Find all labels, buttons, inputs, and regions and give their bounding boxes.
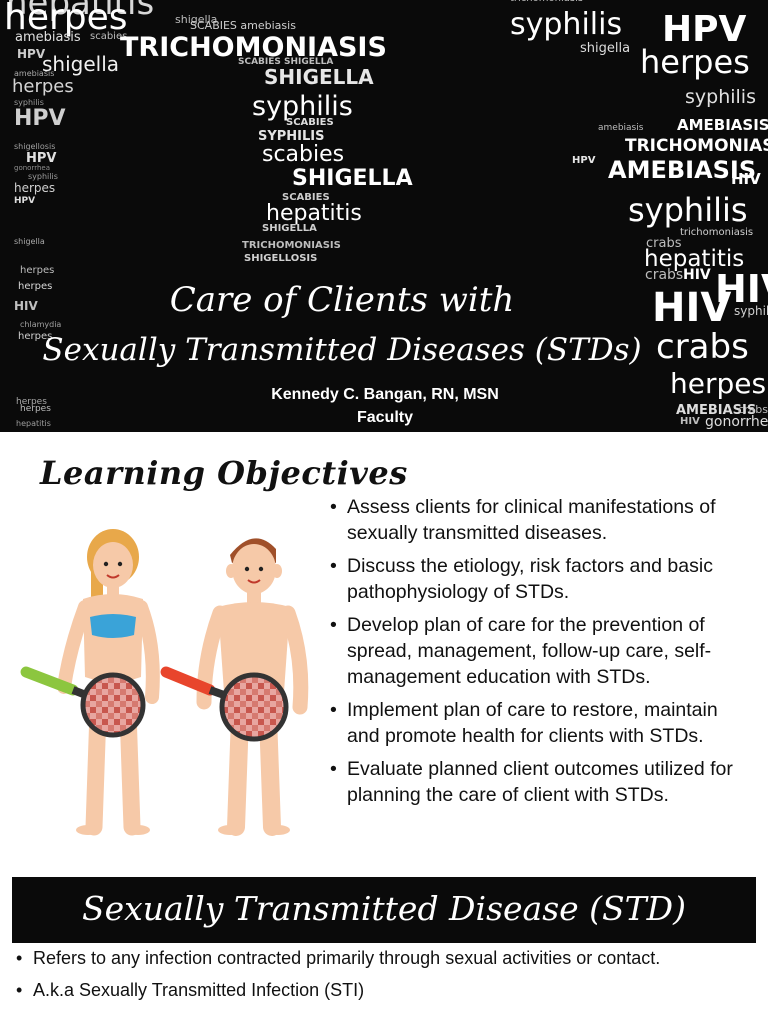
cloud-word: AMEBIASIS bbox=[676, 403, 757, 418]
cloud-word: gonorrhea bbox=[705, 414, 768, 430]
cloud-word: herpes bbox=[16, 397, 47, 407]
cloud-word: syphilis bbox=[510, 7, 623, 42]
magnifier-red bbox=[160, 666, 289, 742]
cloud-word: TRICHOMONIASIS bbox=[120, 32, 387, 63]
objective-item: Evaluate planned client outcomes utilize… bbox=[330, 756, 750, 808]
author-role: Faculty bbox=[356, 409, 413, 426]
cloud-word: HIV bbox=[683, 267, 711, 283]
cloud-word: chlamydia bbox=[20, 320, 62, 329]
cloud-word: shigella bbox=[14, 237, 45, 246]
learning-objectives-title: Learning Objectives bbox=[40, 454, 408, 492]
std-title: Sexually Transmitted Disease (STD) bbox=[81, 889, 686, 928]
cloud-word: herpes bbox=[20, 404, 51, 414]
cloud-word: TRICHOMONIASIS bbox=[242, 240, 341, 251]
cloud-word: HPV bbox=[17, 47, 46, 61]
std-point-item: Refers to any infection contracted prima… bbox=[14, 946, 754, 970]
slide-title-line2: Sexually Transmitted Diseases (STDs) bbox=[42, 332, 642, 368]
cloud-word: HPV bbox=[572, 155, 596, 166]
cloud-word: SHIGELLA bbox=[264, 65, 374, 89]
cloud-word: HIV bbox=[715, 267, 768, 311]
cloud-word: HPV bbox=[26, 151, 57, 166]
cloud-word: syphilis bbox=[734, 304, 768, 318]
cloud-word: AMEBIASIS bbox=[677, 116, 768, 134]
objectives-list: Assess clients for clinical manifestatio… bbox=[330, 494, 750, 815]
cloud-word: SHIGELLOSIS bbox=[244, 253, 318, 264]
cloud-word: HIV bbox=[652, 285, 732, 331]
cloud-word: HPV bbox=[662, 9, 747, 50]
cloud-word: herpes bbox=[20, 265, 55, 276]
cloud-word: SHIGELLA bbox=[292, 166, 413, 191]
cloud-word: shigella bbox=[42, 52, 120, 76]
cloud-word: herpes bbox=[640, 43, 750, 81]
cloud-word: amebiasis bbox=[598, 123, 644, 133]
objective-item: Assess clients for clinical manifestatio… bbox=[330, 494, 750, 546]
cloud-word: SCABIES amebiasis bbox=[190, 19, 296, 32]
illustration bbox=[20, 529, 309, 836]
cloud-word: herpes bbox=[18, 331, 53, 342]
cloud-word: SCABIES bbox=[282, 192, 330, 203]
std-title-banner: Sexually Transmitted Disease (STD) bbox=[12, 877, 756, 943]
cloud-word: hepatitis bbox=[644, 246, 745, 272]
cloud-word: amebiasis bbox=[15, 30, 81, 45]
cloud-word: SHIGELLA bbox=[262, 223, 317, 234]
cloud-word: syphilis bbox=[14, 98, 44, 107]
objective-item: Discuss the etiology, risk factors and b… bbox=[330, 553, 750, 605]
cloud-word: gonorrhea bbox=[14, 164, 50, 172]
cloud-word: scabies bbox=[90, 31, 128, 42]
cloud-word: syphilis bbox=[685, 86, 756, 108]
cloud-word: shigella bbox=[175, 13, 218, 26]
cloud-word: hepatitis bbox=[266, 201, 362, 226]
cloud-word: SCABIES SHIGELLA bbox=[238, 57, 334, 67]
cloud-word: HIV bbox=[731, 170, 761, 188]
magnifier-green bbox=[20, 666, 146, 738]
objective-item: Develop plan of care for the prevention … bbox=[330, 612, 750, 690]
objective-item: Implement plan of care to restore, maint… bbox=[330, 697, 750, 749]
cloud-word: herpes bbox=[14, 181, 56, 195]
cloud-word: crabs bbox=[646, 236, 682, 251]
cloud-word: crabs bbox=[738, 403, 768, 416]
cloud-word: SCABIES bbox=[286, 117, 334, 128]
cloud-word: herpes bbox=[12, 76, 74, 97]
std-points-list: Refers to any infection contracted prima… bbox=[14, 946, 754, 1010]
cloud-word: scabies bbox=[262, 142, 345, 167]
learning-objectives-slide: Learning Objectives bbox=[0, 432, 768, 864]
cloud-word: herpes bbox=[670, 367, 767, 400]
cloud-word: HPV bbox=[14, 196, 36, 206]
cloud-word: syphilis bbox=[28, 172, 58, 181]
title-block: Care of Clients with Sexually Transmitte… bbox=[0, 0, 768, 432]
cloud-word: HPV bbox=[14, 106, 66, 131]
cloud-word: hepatitis bbox=[6, 0, 155, 23]
cloud-word: shigella bbox=[580, 41, 631, 56]
cloud-word: HIV bbox=[14, 299, 38, 313]
cloud-word: syphilis bbox=[252, 91, 353, 122]
cloud-word: syphilis bbox=[628, 191, 748, 229]
cloud-word: crabs bbox=[656, 327, 749, 367]
std-point-item: A.k.a Sexually Transmitted Infection (ST… bbox=[14, 978, 754, 1002]
std-definition-slide: Sexually Transmitted Disease (STD) Refer… bbox=[0, 864, 768, 1024]
cloud-word: hepatitis bbox=[16, 419, 51, 428]
cloud-word: trichomoniasis bbox=[510, 0, 583, 4]
cloud-word: shigellosis bbox=[14, 142, 56, 151]
cloud-word: HIV bbox=[680, 416, 700, 427]
cloud-word: trichomoniasis bbox=[680, 227, 754, 238]
cloud-word: herpes bbox=[4, 0, 128, 38]
cloud-word: AMEBIASIS bbox=[608, 156, 757, 184]
cloud-word: TRICHOMONIASIS bbox=[625, 136, 768, 156]
cloud-word: amebiasis bbox=[14, 69, 55, 78]
author-name: Kennedy C. Bangan, RN, MSN bbox=[271, 386, 499, 403]
cloud-word: SYPHILIS bbox=[258, 129, 325, 144]
cloud-word: crabs bbox=[645, 267, 684, 283]
cloud-word: herpes bbox=[18, 281, 53, 292]
slide-title-line1: Care of Clients with bbox=[169, 280, 515, 320]
